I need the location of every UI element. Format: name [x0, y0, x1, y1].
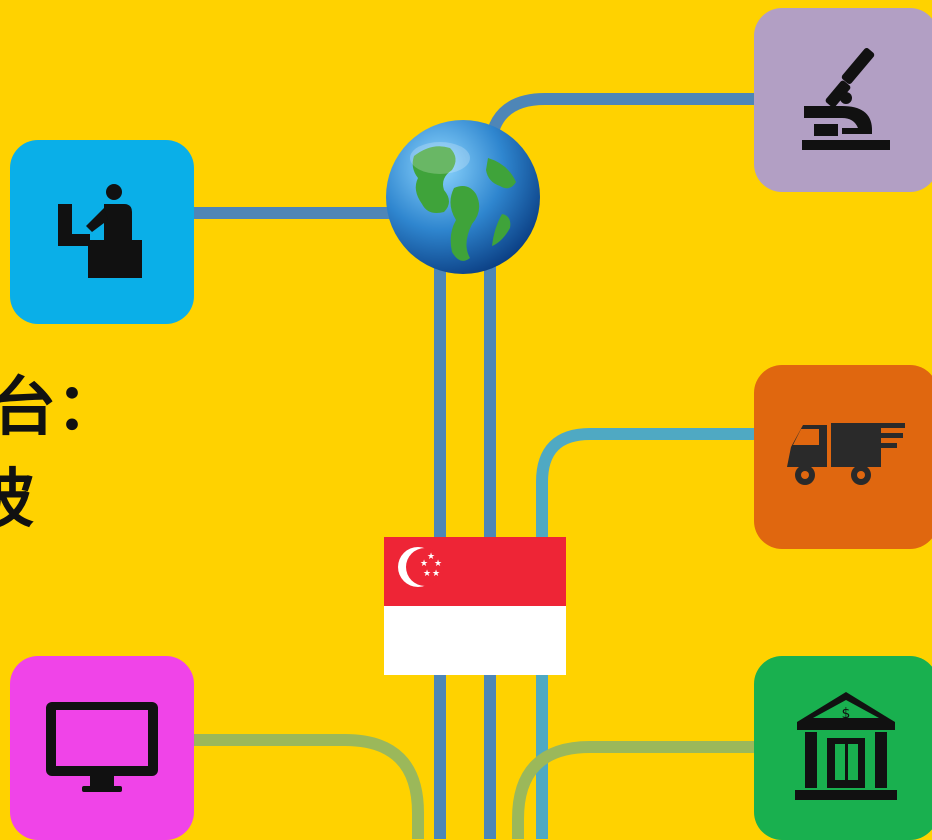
- svg-text:★: ★: [427, 552, 435, 562]
- svg-text:$: $: [842, 706, 851, 722]
- globe-icon: [386, 120, 540, 274]
- technology-tile[interactable]: [10, 656, 194, 840]
- logistics-tile[interactable]: [754, 365, 932, 549]
- bank-icon: $: [791, 688, 901, 808]
- svg-text:★: ★: [423, 569, 431, 579]
- science-tile[interactable]: [754, 8, 932, 192]
- connector-finance: [512, 741, 760, 839]
- office-tile[interactable]: [10, 140, 194, 324]
- finance-tile[interactable]: $: [754, 656, 932, 840]
- microscope-icon: [796, 40, 896, 160]
- connector-technology: [190, 734, 424, 839]
- svg-text:★: ★: [434, 559, 442, 569]
- headline-line-2: 坡: [0, 463, 34, 537]
- headline-line-1: 台：: [0, 371, 120, 445]
- office-worker-icon: [52, 182, 152, 282]
- singapore-flag: ★ ★ ★ ★ ★: [384, 537, 566, 675]
- computer-monitor-icon: [42, 698, 162, 798]
- connector-logistics: [536, 428, 760, 839]
- svg-text:★: ★: [420, 559, 428, 569]
- delivery-truck-icon: [781, 417, 911, 497]
- svg-text:★: ★: [432, 569, 440, 579]
